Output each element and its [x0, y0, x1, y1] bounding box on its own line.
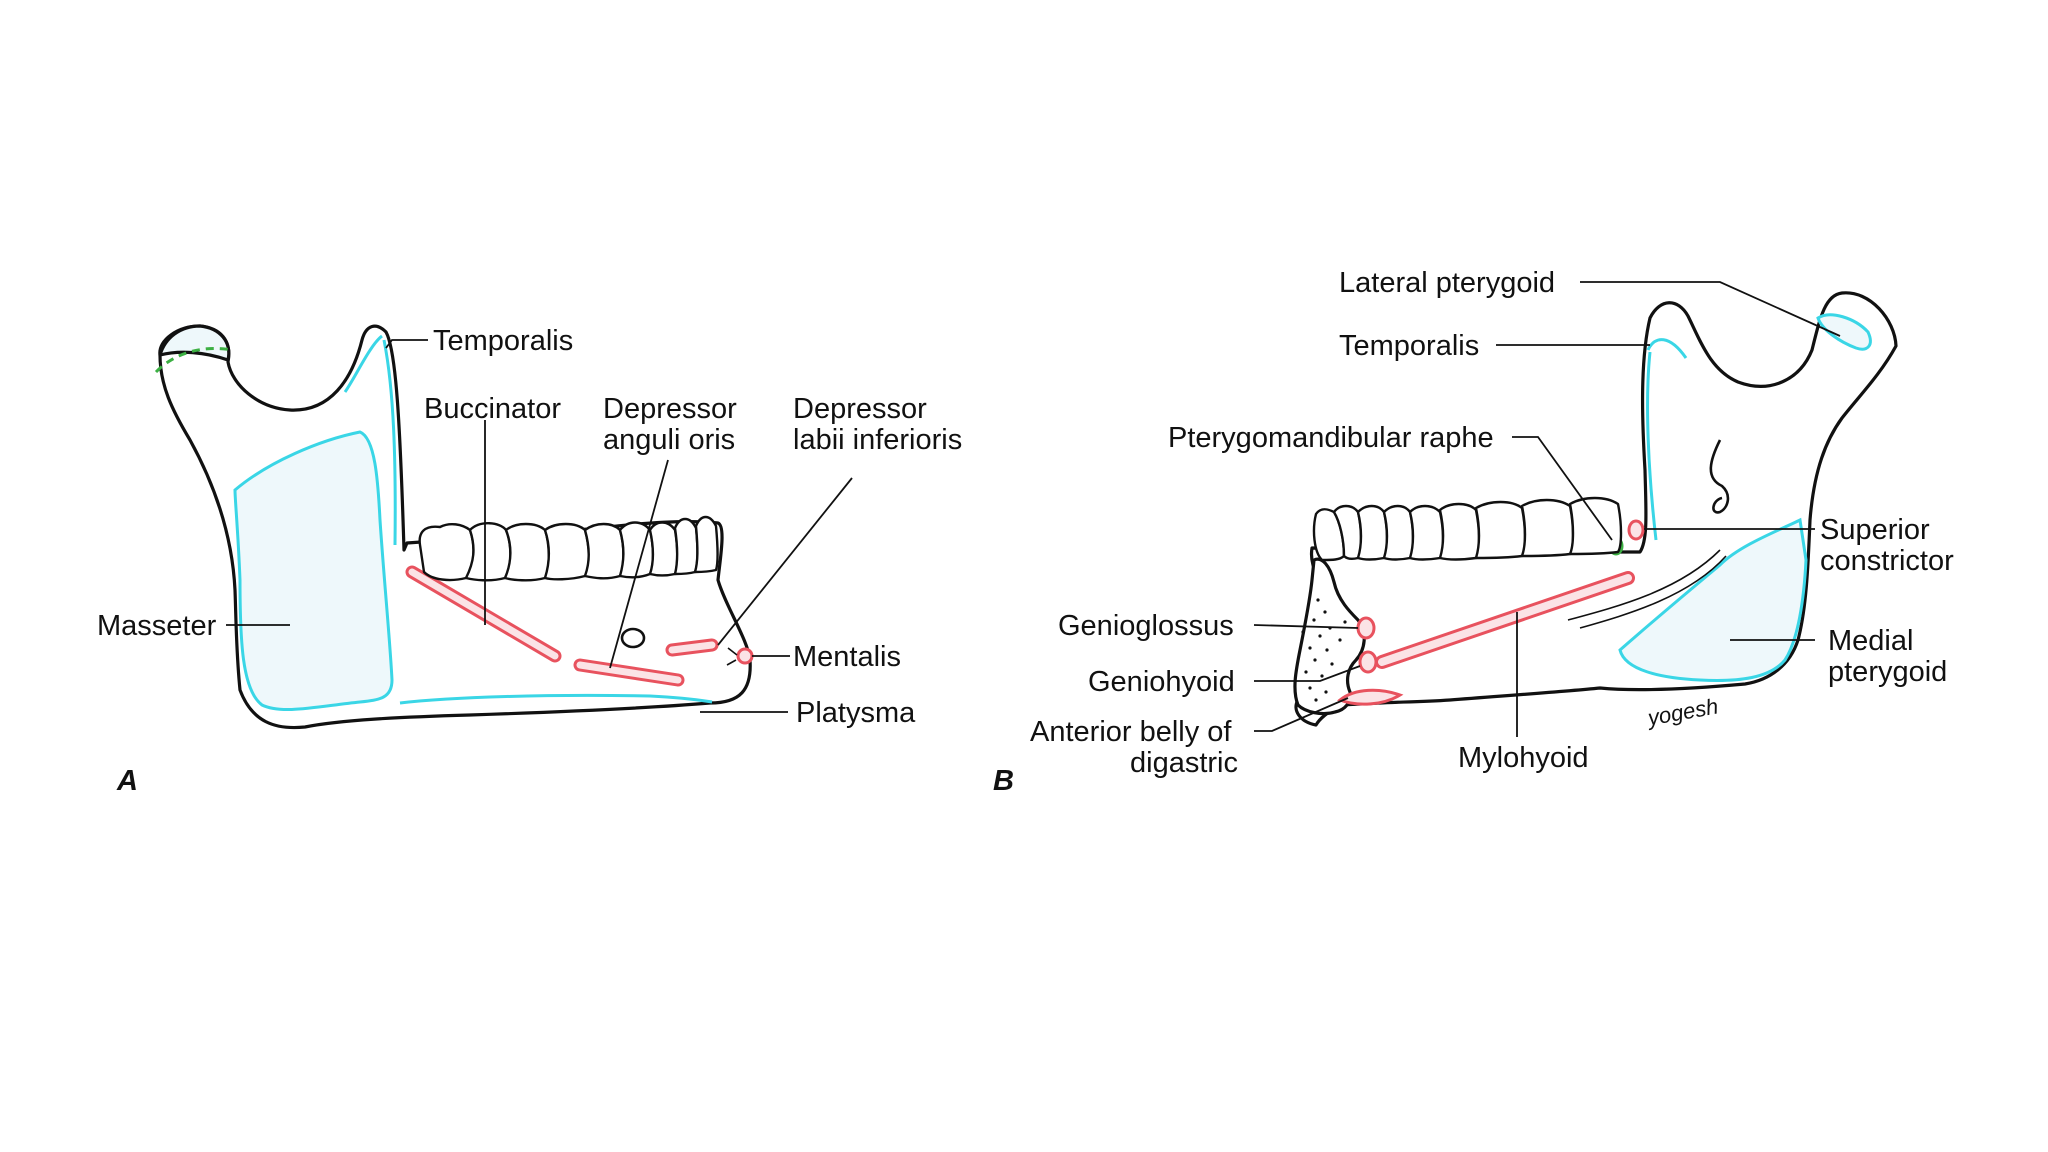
depressor-labii-inferioris-attachment	[665, 638, 719, 657]
genioglossus-attachment	[1356, 616, 1376, 640]
depressor-anguli-oris-attachment	[573, 658, 685, 687]
label-superior-constrictor-1: Superior	[1820, 514, 1930, 546]
label-pterygomandibular-raphe: Pterygomandibular raphe	[1168, 422, 1494, 454]
leader-anterior-belly-digastric	[1254, 697, 1349, 732]
label-anterior-belly-digastric-2: digastric	[1130, 747, 1238, 779]
label-buccinator: Buccinator	[424, 393, 561, 425]
geniohyoid-attachment	[1358, 650, 1378, 674]
panel-label-a: A	[116, 765, 138, 797]
buccinator-attachment	[405, 565, 562, 663]
mylohyoid-groove	[1567, 549, 1721, 621]
leader-genioglossus	[1253, 624, 1359, 629]
panel-b-medial-view: yogesh Lateral pterygoid Temporalis Pter…	[993, 267, 1954, 797]
label-depressor-anguli-oris-1: Depressor	[603, 393, 737, 425]
label-platysma: Platysma	[796, 697, 916, 729]
temporalis-attachment-lateral	[343, 334, 397, 546]
mylohyoid-attachment	[1375, 571, 1635, 669]
leader-geniohyoid	[1254, 665, 1361, 682]
lower-teeth-lateral	[418, 515, 719, 582]
symphysis-cross-section	[1293, 557, 1366, 716]
panel-a-lateral-view: Temporalis Buccinator Depressor anguli o…	[97, 324, 962, 797]
leader-temporalis-a	[385, 339, 428, 349]
label-masseter: Masseter	[97, 610, 217, 642]
label-superior-constrictor-2: constrictor	[1820, 545, 1954, 577]
leader-depressor-anguli-oris	[609, 459, 669, 669]
label-mentalis: Mentalis	[793, 641, 901, 673]
label-temporalis-a: Temporalis	[433, 325, 573, 357]
platysma-attachment-line	[399, 693, 713, 705]
mental-foramen	[620, 627, 646, 649]
symphysis-marks	[726, 647, 738, 666]
artist-signature: yogesh	[1644, 693, 1720, 730]
anterior-belly-digastric-fossa	[1337, 688, 1404, 706]
label-mylohyoid: Mylohyoid	[1458, 742, 1589, 774]
lower-teeth-medial	[1312, 496, 1623, 562]
label-medial-pterygoid-2: pterygoid	[1828, 656, 1947, 688]
label-depressor-labii-inferioris-1: Depressor	[793, 393, 927, 425]
panel-label-b: B	[993, 765, 1014, 797]
label-anterior-belly-digastric-1: Anterior belly of	[1030, 716, 1232, 748]
temporalis-attachment-medial	[1646, 338, 1688, 541]
superior-constrictor-attachment	[1627, 519, 1645, 541]
lateral-pterygoid-fovea	[1816, 313, 1872, 351]
lingula	[1709, 439, 1730, 514]
label-depressor-labii-inferioris-2: labii inferioris	[793, 424, 962, 456]
condyle-cap-lateral	[158, 324, 231, 362]
label-temporalis-b: Temporalis	[1339, 330, 1479, 362]
condyle-capsule-dashed	[154, 346, 233, 374]
label-lateral-pterygoid: Lateral pterygoid	[1339, 267, 1555, 299]
label-geniohyoid: Geniohyoid	[1088, 666, 1235, 698]
leader-lateral-pterygoid	[1580, 281, 1841, 337]
leader-pterygomandibular-raphe	[1512, 436, 1613, 541]
mentalis-attachment	[736, 647, 754, 665]
leader-depressor-labii-inferioris	[717, 477, 853, 646]
label-medial-pterygoid-1: Medial	[1828, 625, 1913, 657]
label-genioglossus: Genioglossus	[1058, 610, 1234, 642]
mylohyoid-groove-2	[1579, 555, 1727, 629]
label-depressor-anguli-oris-2: anguli oris	[603, 424, 735, 456]
masseter-attachment-area	[233, 430, 394, 712]
